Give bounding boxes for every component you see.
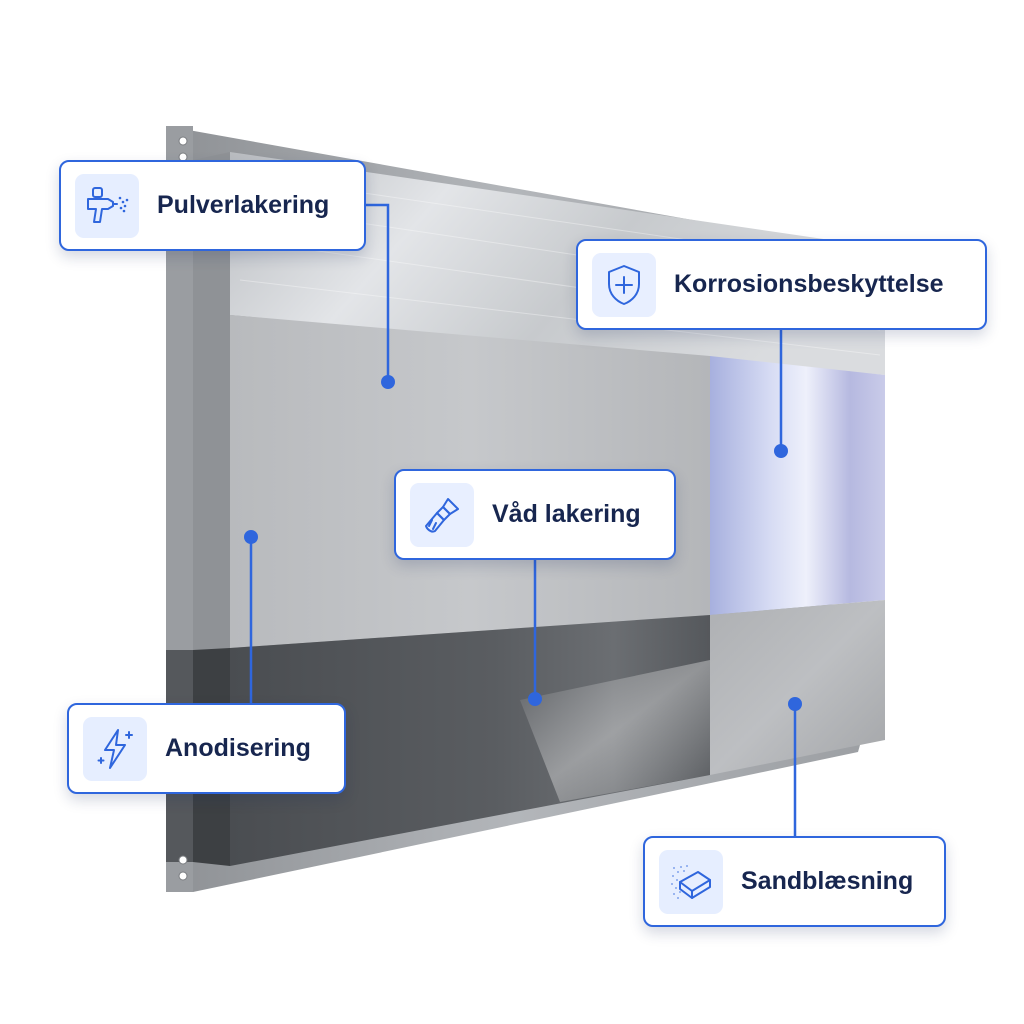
leader-dots: [244, 375, 802, 711]
callout-label: Korrosionsbeskyttelse: [674, 270, 944, 298]
callout-label: Våd lakering: [492, 500, 641, 528]
callout-vaad-lakering: Våd lakering: [394, 469, 676, 560]
spray-gun-icon: [75, 173, 139, 238]
sanding-block-icon: [659, 849, 723, 914]
callout-korrosionsbeskyttelse: Korrosionsbeskyttelse: [576, 239, 987, 330]
callout-sandblaesning: Sandblæsning: [643, 836, 946, 927]
lightning-sparkle-icon: [83, 716, 147, 781]
anodized-area: [710, 356, 885, 615]
leader-lines: [249, 203, 797, 836]
sandblasted-area: [710, 600, 885, 775]
callout-label: Sandblæsning: [741, 867, 914, 895]
wet-paint-area: [230, 615, 710, 866]
gloss-highlight: [520, 660, 710, 802]
callout-label: Pulverlakering: [157, 191, 330, 219]
paintbrush-icon: [410, 482, 474, 547]
shield-plus-icon: [592, 252, 656, 317]
callout-label: Anodisering: [165, 734, 311, 762]
callout-pulverlakering: Pulverlakering: [59, 160, 366, 251]
callout-anodisering: Anodisering: [67, 703, 346, 794]
